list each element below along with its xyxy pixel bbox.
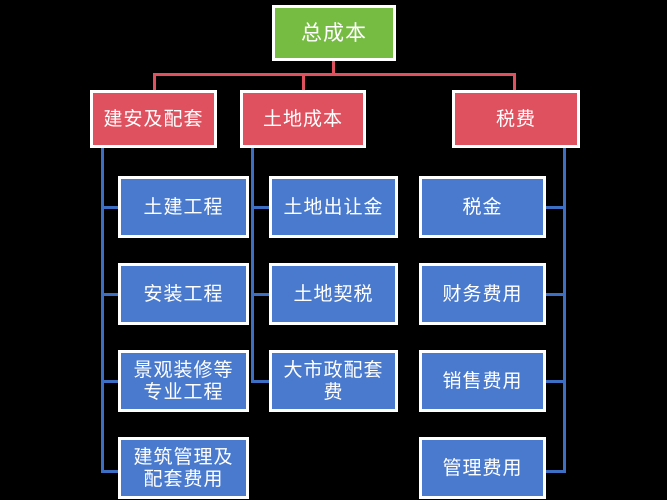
connector-branch3-stub-1: [545, 206, 566, 209]
connector-branch1-rail: [101, 148, 104, 473]
node-civil-engineering[interactable]: 土建工程: [118, 176, 249, 238]
connector-to-branch-3: [513, 73, 516, 91]
connector-level2-bus: [153, 73, 516, 76]
connector-branch3-rail: [563, 148, 566, 473]
node-municipal-supporting-fee[interactable]: 大市政配套 费: [269, 350, 398, 412]
connector-branch1-stub-4: [101, 470, 119, 473]
node-land-transfer-fee[interactable]: 土地出让金: [269, 176, 398, 238]
node-construction-management-fee[interactable]: 建筑管理及 配套费用: [118, 437, 249, 499]
connector-branch2-stub-1: [251, 206, 269, 209]
connector-branch2-stub-2: [251, 293, 269, 296]
node-branch-land-cost[interactable]: 土地成本: [240, 90, 366, 148]
node-sales-expense[interactable]: 销售费用: [419, 350, 546, 412]
node-landscape-decoration[interactable]: 景观装修等 专业工程: [118, 350, 249, 412]
connector-branch1-stub-1: [101, 206, 119, 209]
connector-branch3-stub-4: [545, 470, 566, 473]
connector-branch3-stub-3: [545, 380, 566, 383]
node-installation-engineering[interactable]: 安装工程: [118, 263, 249, 325]
node-financial-expense[interactable]: 财务费用: [419, 263, 546, 325]
connector-branch1-stub-2: [101, 293, 119, 296]
connector-root-stem: [332, 61, 335, 75]
connector-branch1-stub-3: [101, 380, 119, 383]
connector-branch3-stub-2: [545, 293, 566, 296]
node-branch-taxes-fees[interactable]: 税费: [452, 90, 580, 148]
node-tax[interactable]: 税金: [419, 176, 546, 238]
node-root-total-cost[interactable]: 总成本: [272, 5, 396, 61]
connector-to-branch-2: [302, 73, 305, 91]
connector-to-branch-1: [153, 73, 156, 91]
node-land-deed-tax[interactable]: 土地契税: [269, 263, 398, 325]
connector-branch2-stub-3: [251, 380, 269, 383]
node-management-expense[interactable]: 管理费用: [419, 437, 546, 499]
connector-branch2-rail: [251, 148, 254, 383]
node-branch-construction[interactable]: 建安及配套: [90, 90, 217, 148]
